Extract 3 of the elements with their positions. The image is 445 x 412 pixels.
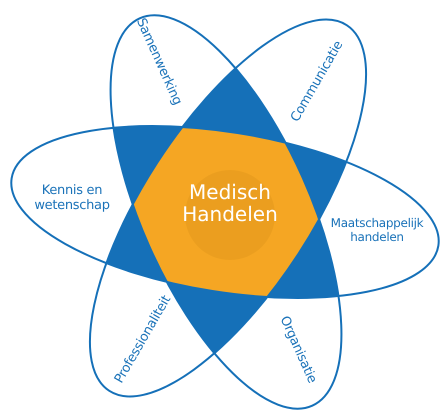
petal-label: Kennis en wetenschap [17, 182, 127, 214]
petal-label: Maatschappelijk handelen [322, 216, 432, 244]
center-label: Medisch Handelen [170, 181, 290, 225]
